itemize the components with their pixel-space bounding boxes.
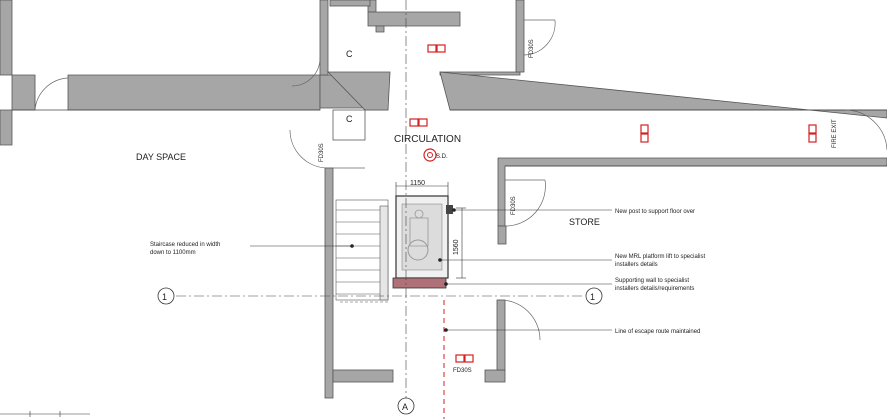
cupboard-label-top: C [346,49,353,59]
door-label-4: FD30S [453,368,472,374]
door-arc-fd3 [504,179,546,227]
lift-depth-dim: 1560 [453,239,460,255]
door-arc-fd2 [523,19,556,56]
note-lift-1: New MRL platform lift to specialist [615,254,705,260]
new-post [446,205,453,214]
wall-day-space-top [67,74,321,111]
wall-left-lower [0,109,13,146]
staircase [335,199,389,303]
grid-bubble-right [585,287,603,305]
wall-store-left [497,225,507,245]
smoke-detector [423,148,437,162]
fire-sign-circ [409,118,428,127]
note-staircase-2: down to 1100mm [150,250,196,256]
leader-dots [350,208,456,332]
lift-platform [401,203,443,271]
wall-top-post [375,25,385,33]
fire-sign-lower [455,354,474,363]
walls [0,0,887,399]
smoke-detector-icon [423,148,437,162]
wall-store-top [497,157,887,227]
wall-right-top [515,0,525,73]
door-label-3: FD30S [511,196,517,215]
door-label-2: FD30S [319,143,325,162]
gridlines [176,0,585,398]
fire-sign-corridor [640,124,649,143]
wall-top-ledge [367,11,461,27]
platform-lift [392,182,466,289]
note-wall-1: Supporting wall to specialist [615,278,689,284]
wall-lower-right [484,369,506,383]
grid-label-left: 1 [162,292,167,302]
fire-exit-label: FIRE EXIT [832,119,838,148]
room-circulation: CIRCULATION [394,134,461,145]
cupboard-lower-box [332,109,366,141]
wheelchair-icon [407,239,429,261]
fire-sign-top [427,44,446,53]
fire-signs [409,44,817,363]
support-wall [392,277,447,289]
door-arc-left [34,77,69,111]
wall-stair-left [324,167,334,399]
door-label-1: FD30S [529,39,535,58]
stair-handrail [379,205,389,301]
note-lift-2: installers details [615,262,658,268]
door-arc-lower [497,299,541,341]
wall-left-top [0,0,13,76]
outlines [12,109,887,167]
wall-circ-left-taper [327,71,391,111]
wall-left-jamb [11,74,36,111]
room-day-space: DAY SPACE [136,152,186,162]
grid-bubble-left [157,287,175,305]
wall-stair-bottom [332,369,394,383]
scale-bar [0,411,90,417]
door-arc-fire-exit [844,109,887,151]
smoke-detector-label: S.D. [436,154,448,160]
grid-label-right: 1 [590,292,595,302]
door-arc-top [291,57,321,87]
note-wall-2: installers details/requirements [615,286,694,292]
cupboard-label-lower: C [346,114,353,124]
grid-bubble-a [397,397,415,415]
wall-right-taper [439,71,887,119]
wall-top-segment [329,0,371,7]
note-post: New post to support floor over [615,209,695,215]
leader-lines [250,209,612,331]
fire-sign-exit [808,124,817,143]
cupboards [332,109,366,141]
note-escape: Line of escape route maintained [615,329,700,335]
lift-width-dim: 1150 [410,180,425,187]
wall-lower-right-vert [496,299,506,371]
wall-top-left-vert [319,0,329,76]
door-swings [34,19,887,341]
note-staircase-1: Staircase reduced in width [150,242,220,248]
door-arc-fd1 [289,129,329,169]
grid-bubbles [157,287,603,415]
grid-label-a: A [402,402,408,412]
room-store: STORE [569,217,600,227]
